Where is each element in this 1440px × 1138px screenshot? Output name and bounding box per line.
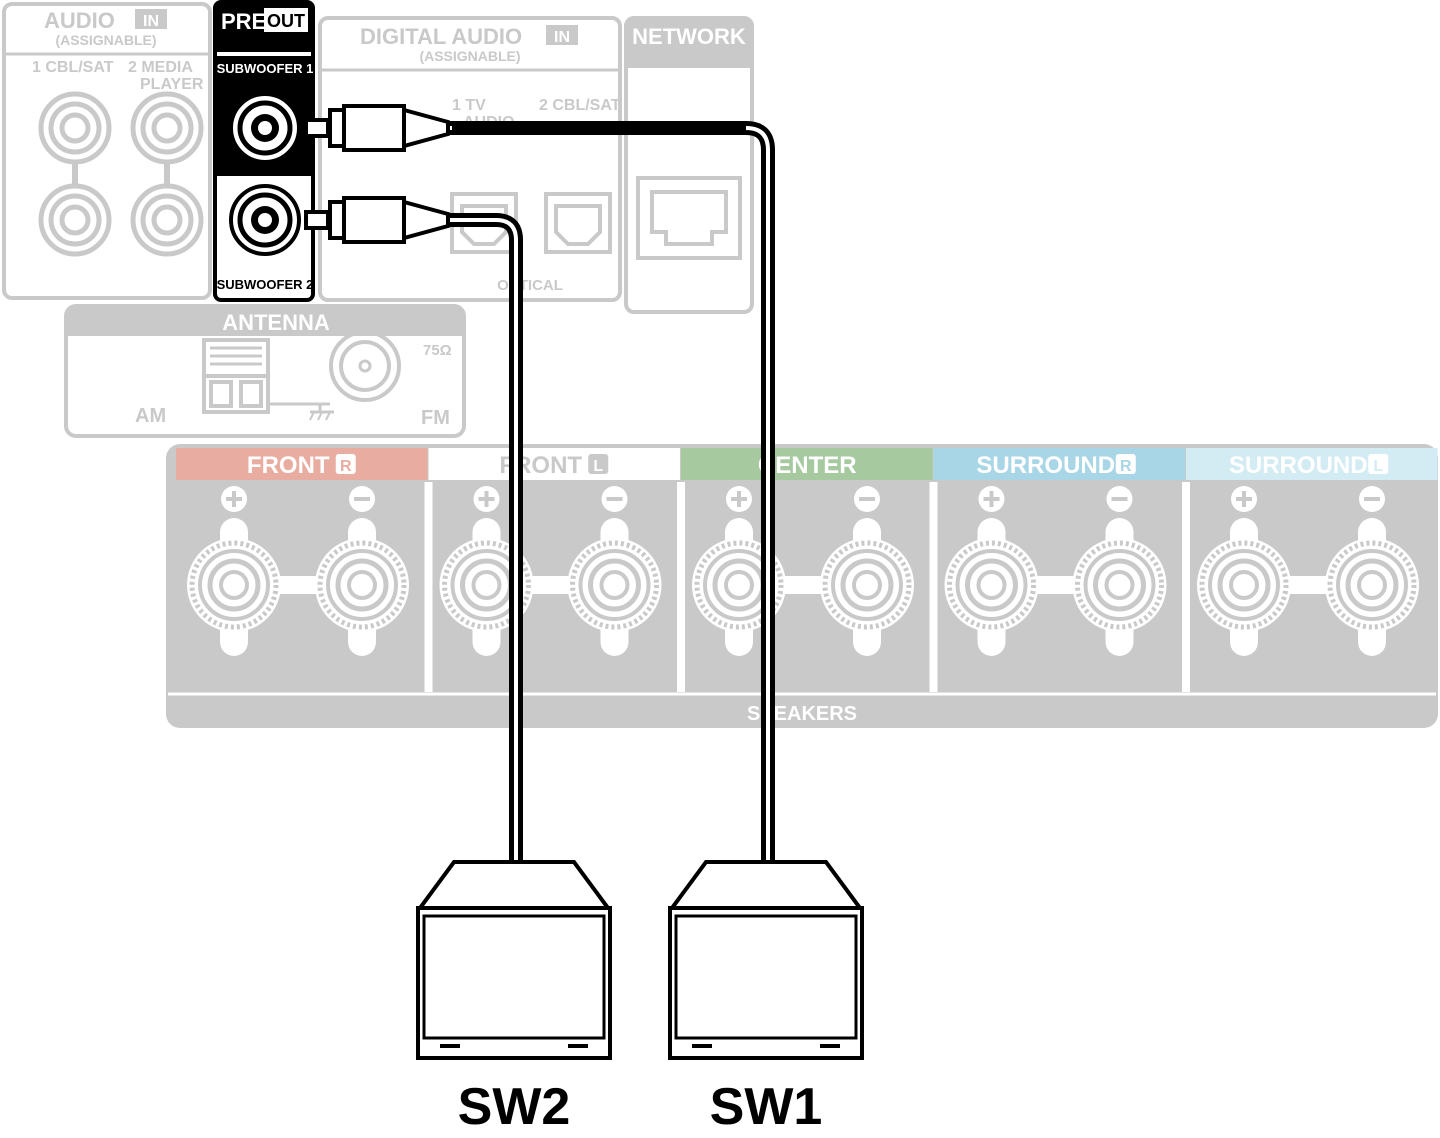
speaker-channel-badge: L [1373,458,1383,475]
speaker-channel-0: FRONT R [176,448,428,656]
digital-audio-title: DIGITAL AUDIO [360,24,522,49]
rca-plug-icon [304,104,450,152]
subwoofer1-jack-icon[interactable] [229,92,301,164]
antenna-panel: ANTENNA 75Ω AM FM [64,304,466,438]
pre-out-title: PRE [221,9,266,34]
antenna-impedance: 75Ω [423,342,452,359]
speaker-divider [677,482,685,692]
optical-port-icon [544,192,612,254]
sw1-label: SW1 [710,1078,823,1136]
pre-out-badge: OUT [267,11,305,31]
speaker-channel-header [428,448,680,480]
positive-terminal-icon[interactable] [944,486,1039,656]
audio-in-title: AUDIO [44,8,115,33]
sw2-label: SW2 [458,1078,571,1136]
fm-label: FM [421,407,450,429]
negative-terminal-icon[interactable] [1072,486,1167,656]
speaker-channel-badge-bg [1115,454,1136,474]
speaker-channel-4: SURROUND L [1182,448,1438,692]
am-label: AM [135,405,166,427]
negative-terminal-icon[interactable] [1325,486,1419,656]
rca-plug-icon [304,196,450,244]
audio-in-input2-label-2: PLAYER [140,76,204,93]
speaker-channel-header [933,448,1185,480]
sw2-cable [448,213,523,862]
audio-in-jack-icon [38,91,112,165]
digital-audio-subtitle: (ASSIGNABLE) [419,48,520,64]
subwoofer-sw1 [668,860,864,1060]
ethernet-port-icon [636,176,742,260]
subwoofer1-label: SUBWOOFER 1 [217,61,314,76]
negative-terminal-icon[interactable] [315,486,409,656]
sw1-cable [448,121,775,862]
speaker-channel-label: SURROUND [976,452,1115,479]
am-terminal-icon [202,338,334,421]
antenna-title: ANTENNA [222,310,330,335]
audio-in-jack-icon [130,183,204,257]
audio-in-input1-label: 1 CBL/SAT [32,59,114,76]
audio-in-jack-icon [130,91,204,165]
speaker-divider [929,482,938,692]
audio-in-panel: AUDIO IN (ASSIGNABLE) 1 CBL/SAT 2 MEDIA … [2,2,212,300]
speaker-channel-header [1186,448,1438,480]
speaker-channel-header [176,448,428,480]
positive-terminal-icon[interactable] [187,486,281,656]
subwoofer-sw2 [416,860,612,1060]
fm-connector-icon [329,330,401,402]
speaker-channel-label: SURROUND [1229,452,1368,479]
digital-audio-badge: IN [554,29,570,46]
audio-in-badge: IN [143,13,159,30]
speaker-channel-badge: R [1120,458,1132,475]
audio-in-input2-label: 2 MEDIA [128,59,193,76]
speaker-channel-3: SURROUND R [929,448,1185,692]
subwoofer2-label: SUBWOOFER 2 [217,277,314,292]
speaker-channel-badge: L [593,458,603,475]
digital-audio-input2-label: 2 CBL/SAT [539,97,621,114]
digital-audio-input1-label: 1 TV [452,97,486,114]
speaker-channel-header [681,448,933,480]
negative-terminal-icon[interactable] [820,486,914,656]
positive-terminal-icon[interactable] [1197,486,1291,656]
speaker-channel-label: FRONT [247,452,330,479]
network-title: NETWORK [632,24,746,49]
speaker-channel-badge-bg [1368,454,1389,474]
audio-in-jack-icon [38,183,112,257]
negative-terminal-icon[interactable] [567,486,662,656]
speaker-channel-badge-bg [335,454,356,474]
speaker-divider [1182,482,1190,692]
digital-audio-in-panel: DIGITAL AUDIO IN (ASSIGNABLE) 1 TV AUDIO… [318,16,622,302]
pre-out-panel: PRE OUT SUBWOOFER 1 SUBWOOFER 2 [213,0,315,302]
speaker-channel-badge-bg [588,454,609,474]
subwoofer2-jack-icon[interactable] [229,184,301,256]
speaker-channel-badge: R [340,458,352,475]
network-panel: NETWORK [624,16,754,314]
speaker-divider [424,482,433,692]
optical-label: OPTICAL [497,277,563,294]
audio-in-subtitle: (ASSIGNABLE) [55,32,156,48]
